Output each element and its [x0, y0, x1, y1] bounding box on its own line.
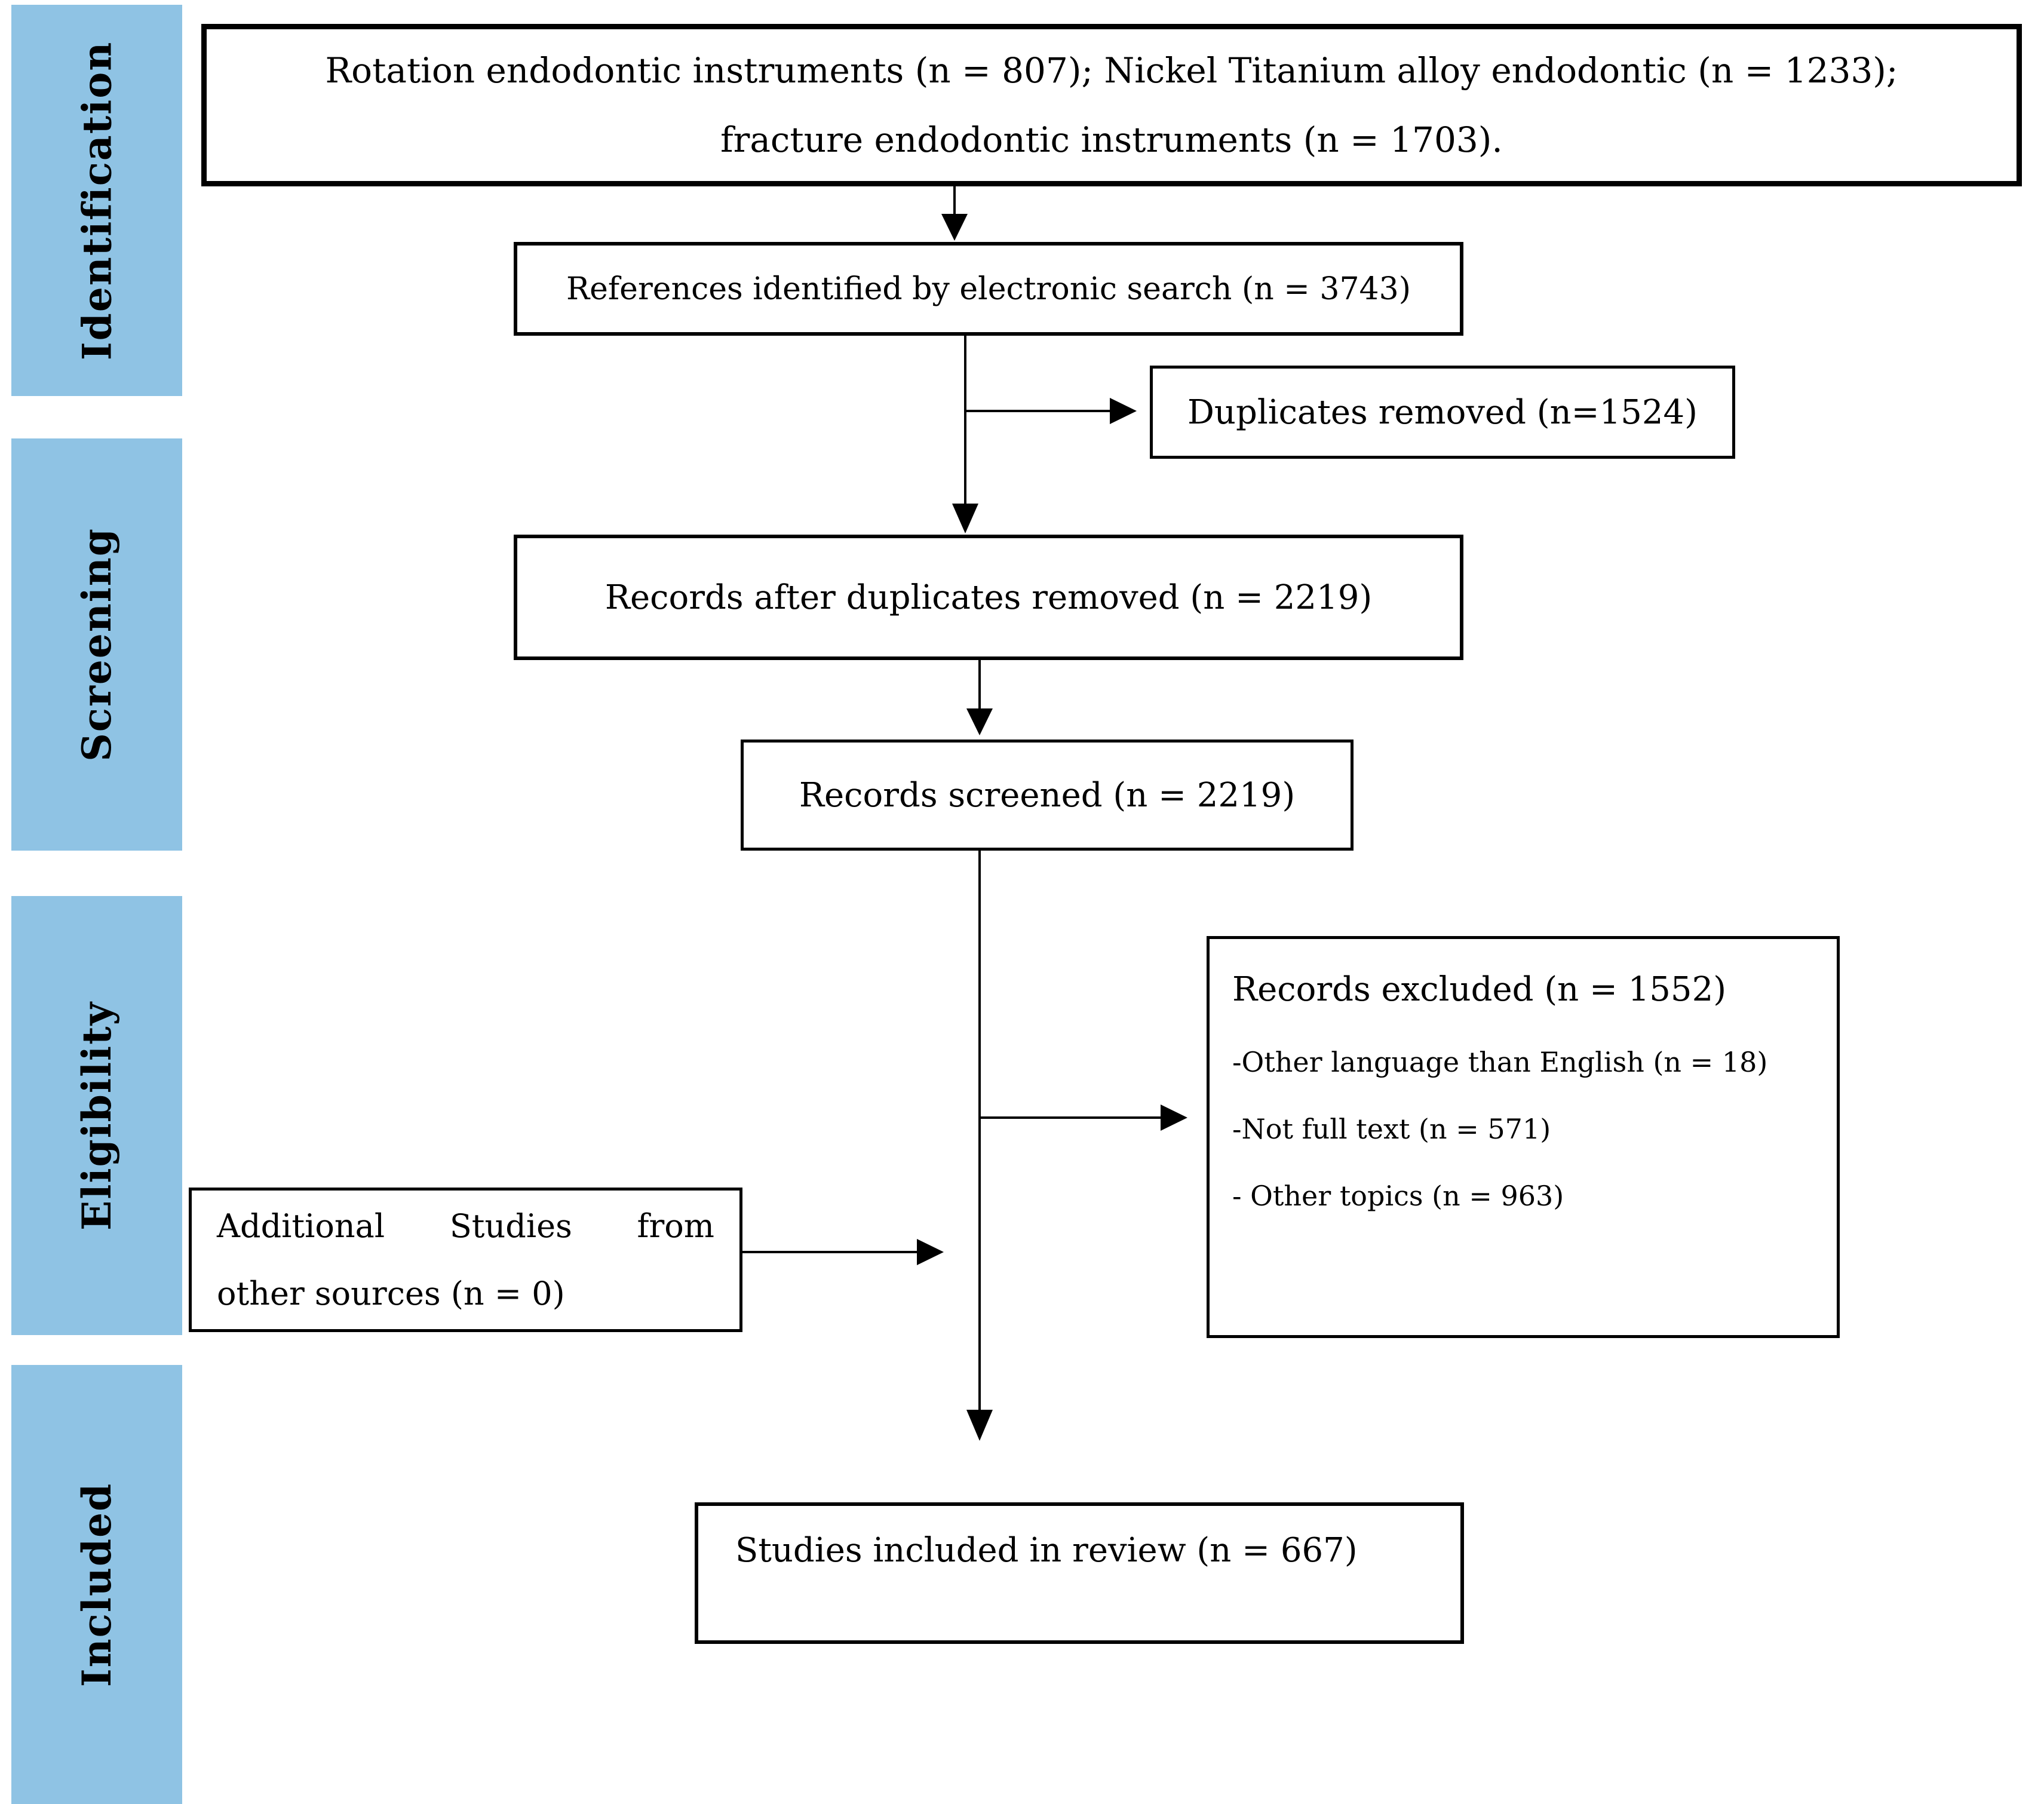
arrowhead-branch-duplicates — [1110, 398, 1137, 424]
box-references-identified: References identified by electronic sear… — [514, 242, 1463, 336]
box-records-after-duplicates-text: Records after duplicates removed (n = 22… — [604, 578, 1373, 617]
excluded-reason-other-topics: - Other topics (n = 963) — [1232, 1180, 1564, 1212]
arrowhead-after-duplicates-to-screened — [966, 708, 993, 735]
box-search-sources: Rotation endodontic instruments (n = 807… — [201, 24, 2022, 186]
excluded-reason-language: -Other language than English (n = 18) — [1232, 1046, 1768, 1078]
arrowhead-additional-to-flow — [917, 1239, 944, 1265]
box-studies-included-text: Studies included in review (n = 667) — [735, 1531, 1358, 1570]
box-studies-included: Studies included in review (n = 667) — [695, 1502, 1464, 1644]
excluded-reason-not-full-text: -Not full text (n = 571) — [1232, 1113, 1551, 1145]
stage-screening: Screening — [11, 438, 182, 851]
arrowhead-identified-to-after-duplicates — [952, 504, 978, 533]
box-additional-studies: Additional Studies from other sources (n… — [189, 1188, 742, 1332]
box-records-after-duplicates: Records after duplicates removed (n = 22… — [514, 535, 1463, 660]
box-references-identified-text: References identified by electronic sear… — [566, 271, 1411, 307]
box-duplicates-removed-text: Duplicates removed (n=1524) — [1187, 392, 1698, 432]
box-search-sources-line1: Rotation endodontic instruments (n = 807… — [325, 50, 1898, 91]
arrowhead-screened-to-included — [966, 1410, 993, 1441]
box-additional-studies-line2: other sources (n = 0) — [217, 1275, 565, 1312]
stage-eligibility: Eligibility — [11, 896, 182, 1335]
arrowhead-sources-to-identified — [941, 214, 968, 241]
box-records-excluded-title: Records excluded (n = 1552) — [1232, 970, 1727, 1009]
box-records-excluded: Records excluded (n = 1552) -Other langu… — [1207, 936, 1840, 1338]
arrowhead-branch-excluded — [1161, 1105, 1187, 1131]
box-additional-studies-line1: Additional Studies from — [217, 1207, 714, 1245]
box-duplicates-removed: Duplicates removed (n=1524) — [1150, 366, 1735, 459]
box-search-sources-line2: fracture endodontic instruments (n = 170… — [720, 119, 1503, 160]
stage-identification: Identification — [11, 5, 182, 396]
box-records-screened: Records screened (n = 2219) — [741, 740, 1354, 851]
stage-included: Included — [11, 1365, 182, 1804]
box-records-screened-text: Records screened (n = 2219) — [799, 775, 1296, 815]
